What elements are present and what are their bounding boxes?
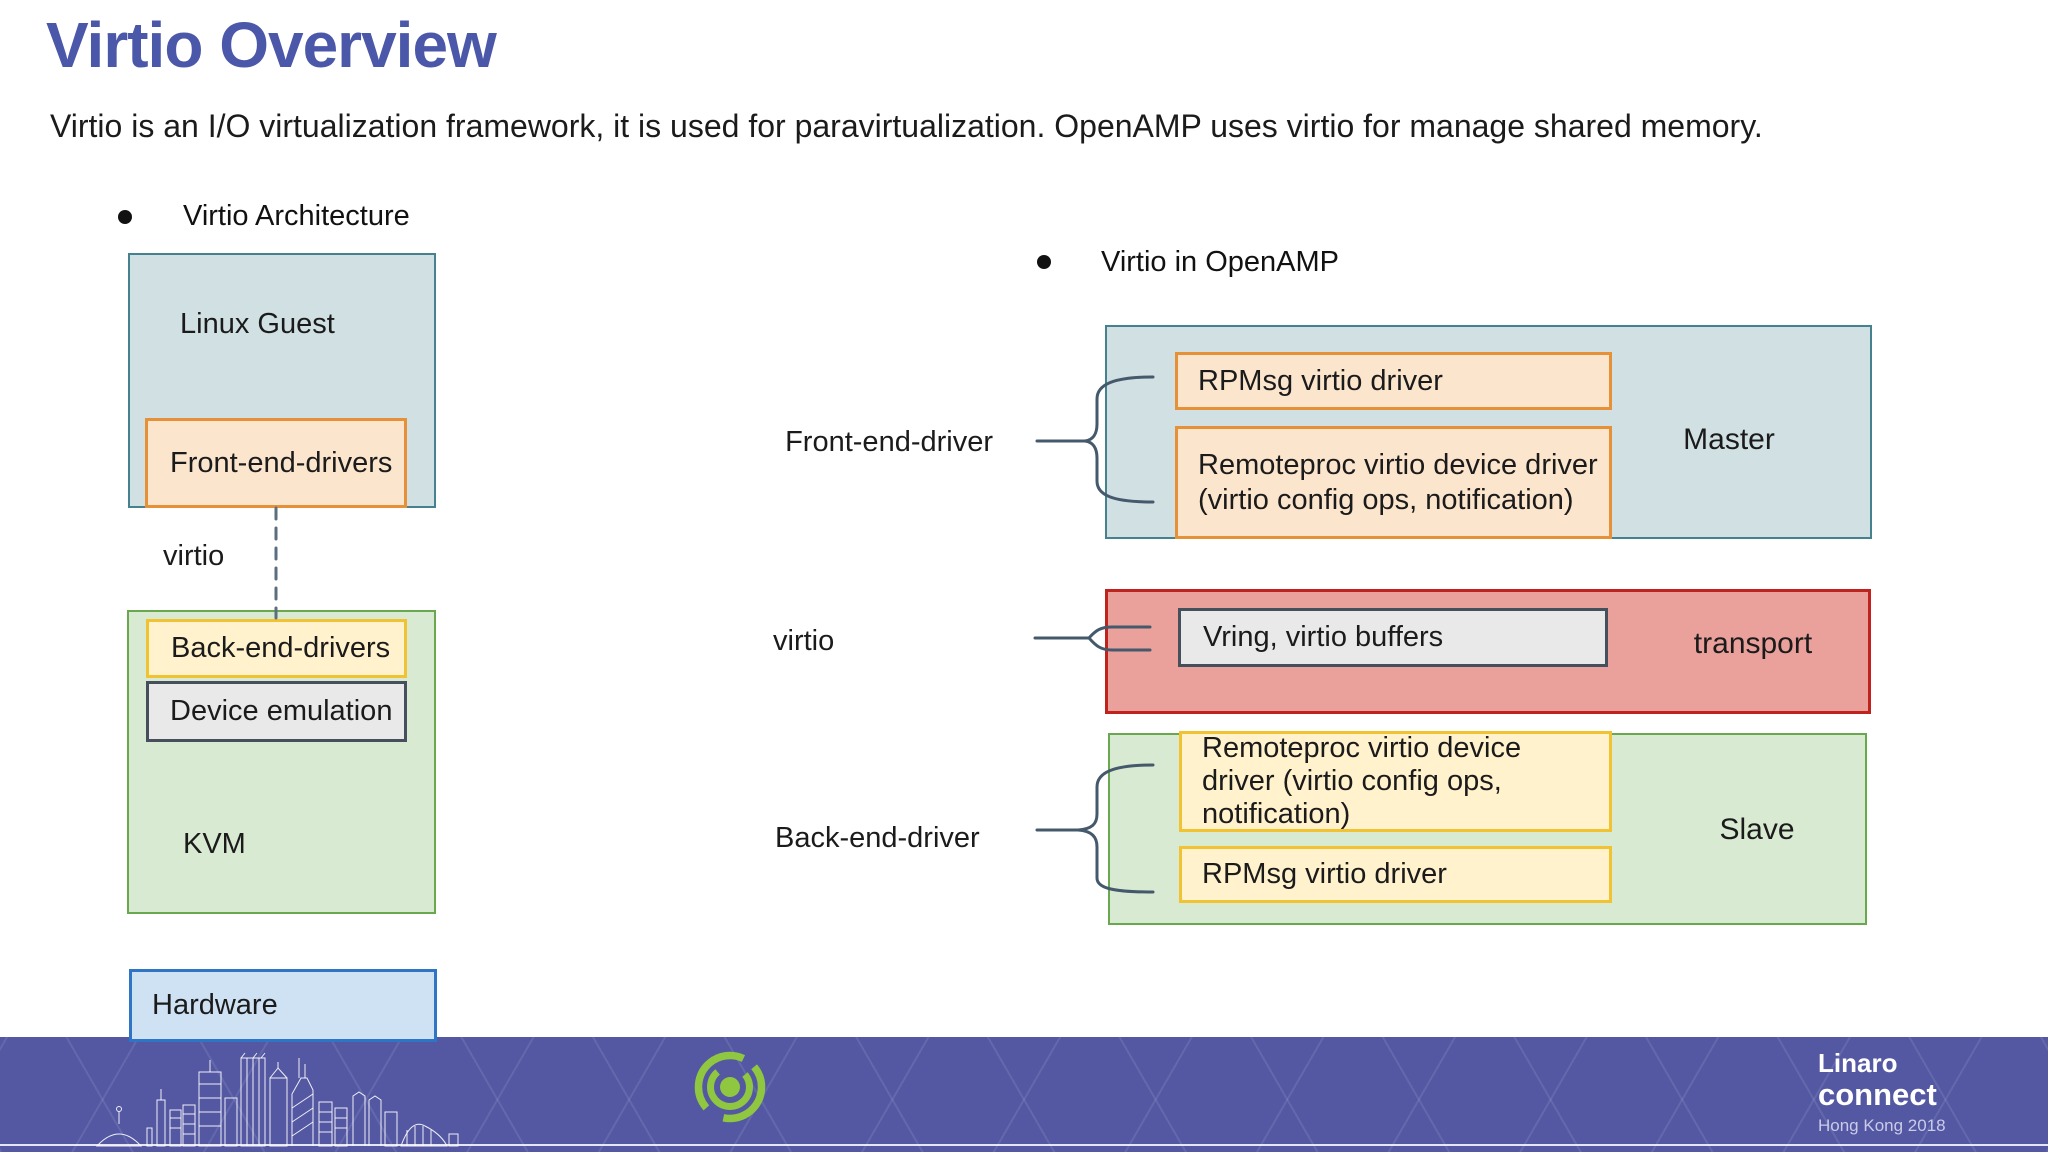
page-title: Virtio Overview <box>46 9 497 81</box>
front-end-drivers-box: Front-end-drivers <box>145 418 407 508</box>
bullet-icon <box>1037 255 1051 269</box>
event-name: Hong Kong 2018 <box>1818 1116 1946 1135</box>
hardware-label: Hardware <box>152 989 278 1021</box>
hardware-box: Hardware <box>129 969 437 1042</box>
back-end-drivers-box: Back-end-drivers <box>146 619 407 678</box>
device-emulation-label: Device emulation <box>170 695 393 727</box>
footer-band <box>0 1037 2048 1152</box>
device-emulation-box: Device emulation <box>146 681 407 742</box>
front-end-driver-side-label: Front-end-driver <box>785 426 993 458</box>
front-end-drivers-label: Front-end-drivers <box>170 446 393 479</box>
remoteproc-virtio-device-driver-slave-box: Remoteproc virtio device driver (virtio … <box>1179 731 1612 832</box>
section-heading-virtio-architecture: Virtio Architecture <box>183 200 410 232</box>
remoteproc-virtio-device-driver-master-label: Remoteproc virtio device driver (virtio … <box>1198 448 1598 516</box>
vring-virtio-buffers-label: Vring, virtio buffers <box>1203 621 1444 653</box>
vring-virtio-buffers-box: Vring, virtio buffers <box>1178 608 1608 667</box>
kvm-label: KVM <box>183 828 246 860</box>
rpmsg-virtio-driver-slave-label: RPMsg virtio driver <box>1202 858 1447 890</box>
master-label: Master <box>1683 423 1775 456</box>
section-heading-virtio-in-openamp: Virtio in OpenAMP <box>1101 246 1340 278</box>
brand-name: Linaro <box>1818 1048 1898 1078</box>
bullet-icon <box>118 210 132 224</box>
rpmsg-virtio-driver-master-box: RPMsg virtio driver <box>1175 352 1612 410</box>
brand-product: connect <box>1818 1077 1937 1112</box>
virtio-link-label: virtio <box>163 540 225 572</box>
transport-label: transport <box>1693 627 1813 660</box>
linaro-logo-text: Linaro connect Hong Kong 2018 <box>1818 1050 1946 1134</box>
remoteproc-virtio-device-driver-master-box: Remoteproc virtio device driver (virtio … <box>1175 426 1612 539</box>
slave-label: Slave <box>1719 813 1795 846</box>
hong-kong-skyline <box>95 1052 459 1147</box>
slide-subtitle: Virtio is an I/O virtualization framewor… <box>50 108 1763 144</box>
linux-guest-label: Linux Guest <box>180 308 335 340</box>
footer-ground-line <box>0 1144 2048 1146</box>
rpmsg-virtio-driver-master-label: RPMsg virtio driver <box>1198 364 1443 397</box>
back-end-drivers-label: Back-end-drivers <box>171 632 391 664</box>
rpmsg-virtio-driver-slave-box: RPMsg virtio driver <box>1179 846 1612 903</box>
remoteproc-virtio-device-driver-slave-label: Remoteproc virtio device driver (virtio … <box>1202 732 1522 830</box>
linaro-logo-icon <box>694 1051 766 1123</box>
virtio-side-label: virtio <box>773 625 835 657</box>
back-end-driver-side-label: Back-end-driver <box>775 822 980 854</box>
